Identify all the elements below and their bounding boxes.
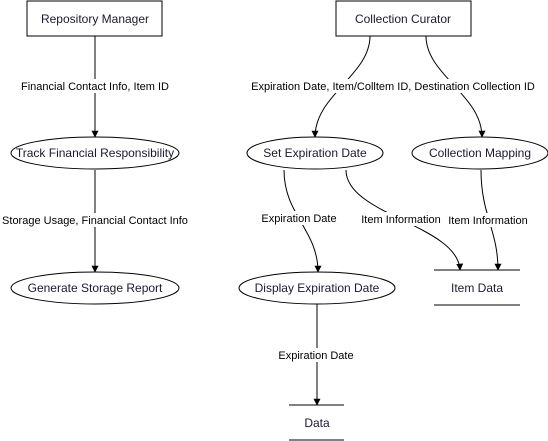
- svg-text:Item Information: Item Information: [448, 215, 527, 227]
- flow-label-rm-to-track: Financial Contact Info, Item ID: [20, 79, 170, 93]
- entity-repository-manager-label: Repository Manager: [41, 12, 149, 26]
- datastore-item-data-label: Item Data: [451, 281, 503, 295]
- entity-collection-curator[interactable]: Collection Curator: [335, 0, 472, 37]
- datastore-item-data[interactable]: Item Data: [434, 269, 520, 306]
- process-track-financial-responsibility[interactable]: Track Financial Responsibility: [10, 136, 180, 170]
- svg-text:Storage Usage, Financial Conta: Storage Usage, Financial Contact Info: [2, 215, 188, 227]
- process-track-financial-label: Track Financial Responsibility: [16, 146, 174, 160]
- flow-label-set-to-display: Expiration Date: [260, 211, 338, 225]
- process-set-expiration-label: Set Expiration Date: [263, 146, 367, 160]
- flow-label-display-to-data: Expiration Date: [277, 348, 355, 362]
- svg-text:Expiration Date: Expiration Date: [261, 213, 336, 225]
- flow-label-track-to-generate: Storage Usage, Financial Contact Info: [1, 213, 188, 227]
- process-generate-storage-report[interactable]: Generate Storage Report: [10, 271, 180, 305]
- flow-label-mapping-to-itemdata: Item Information: [447, 213, 529, 227]
- datastore-data-label: Data: [304, 416, 330, 430]
- process-generate-storage-label: Generate Storage Report: [28, 281, 163, 295]
- process-display-expiration-label: Display Expiration Date: [255, 281, 380, 295]
- svg-text:Financial Contact Info, Item I: Financial Contact Info, Item ID: [21, 81, 169, 93]
- flow-label-set-to-itemdata: Item Information: [360, 212, 442, 226]
- datastore-data[interactable]: Data: [289, 404, 344, 441]
- process-display-expiration-date[interactable]: Display Expiration Date: [238, 271, 396, 305]
- process-collection-mapping[interactable]: Collection Mapping: [411, 136, 548, 170]
- entity-collection-curator-label: Collection Curator: [355, 12, 451, 26]
- entity-repository-manager[interactable]: Repository Manager: [26, 0, 163, 37]
- svg-text:Expiration Date: Expiration Date: [278, 350, 353, 362]
- process-collection-mapping-label: Collection Mapping: [429, 146, 531, 160]
- svg-text:Item Information: Item Information: [361, 214, 440, 226]
- process-set-expiration-date[interactable]: Set Expiration Date: [246, 136, 384, 170]
- svg-text:Expiration Date, Item/Colltem: Expiration Date, Item/Colltem ID, Destin…: [251, 81, 535, 93]
- flow-label-curator-to-set: Expiration Date, Item/Colltem ID, Destin…: [251, 79, 535, 93]
